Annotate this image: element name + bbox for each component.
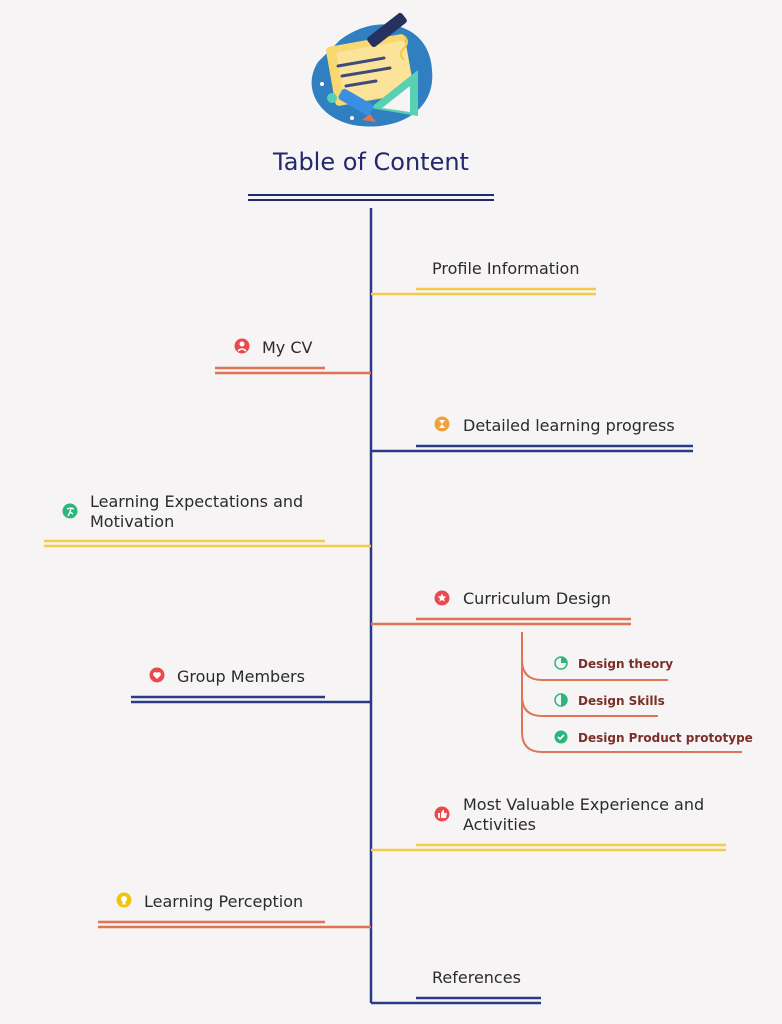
lightbulb-icon (116, 892, 132, 908)
subnode-design-theory[interactable]: Design theory (578, 657, 674, 671)
stationery-illustration (311, 12, 433, 127)
check-circle-icon (554, 730, 568, 744)
node-most-valuable-experience[interactable]: Most Valuable Experience and Activities (463, 795, 705, 834)
node-detailed-learning-progress[interactable]: Detailed learning progress (463, 416, 675, 435)
star-icon (434, 590, 450, 606)
page-title: Table of Content (273, 148, 469, 176)
node-learning-expectations[interactable]: Learning Expectations and Motivation (90, 492, 304, 531)
node-curriculum-design[interactable]: Curriculum Design (463, 589, 612, 608)
node-profile-information[interactable]: Profile Information (432, 259, 580, 278)
node-my-cv[interactable]: My CV (262, 338, 313, 357)
subnode-design-product-prototype[interactable]: Design Product prototype (578, 731, 753, 745)
running-person-icon (62, 503, 78, 519)
subnode-design-skills[interactable]: Design Skills (578, 694, 665, 708)
user-circle-icon (234, 338, 250, 354)
hourglass-icon (434, 416, 450, 432)
node-group-members[interactable]: Group Members (177, 667, 305, 686)
half-pie-icon (554, 693, 568, 707)
node-references[interactable]: References (432, 968, 521, 987)
node-learning-perception[interactable]: Learning Perception (144, 892, 304, 911)
quarter-pie-icon (554, 656, 568, 670)
heart-icon (149, 667, 165, 683)
thumbs-up-icon (434, 806, 450, 822)
